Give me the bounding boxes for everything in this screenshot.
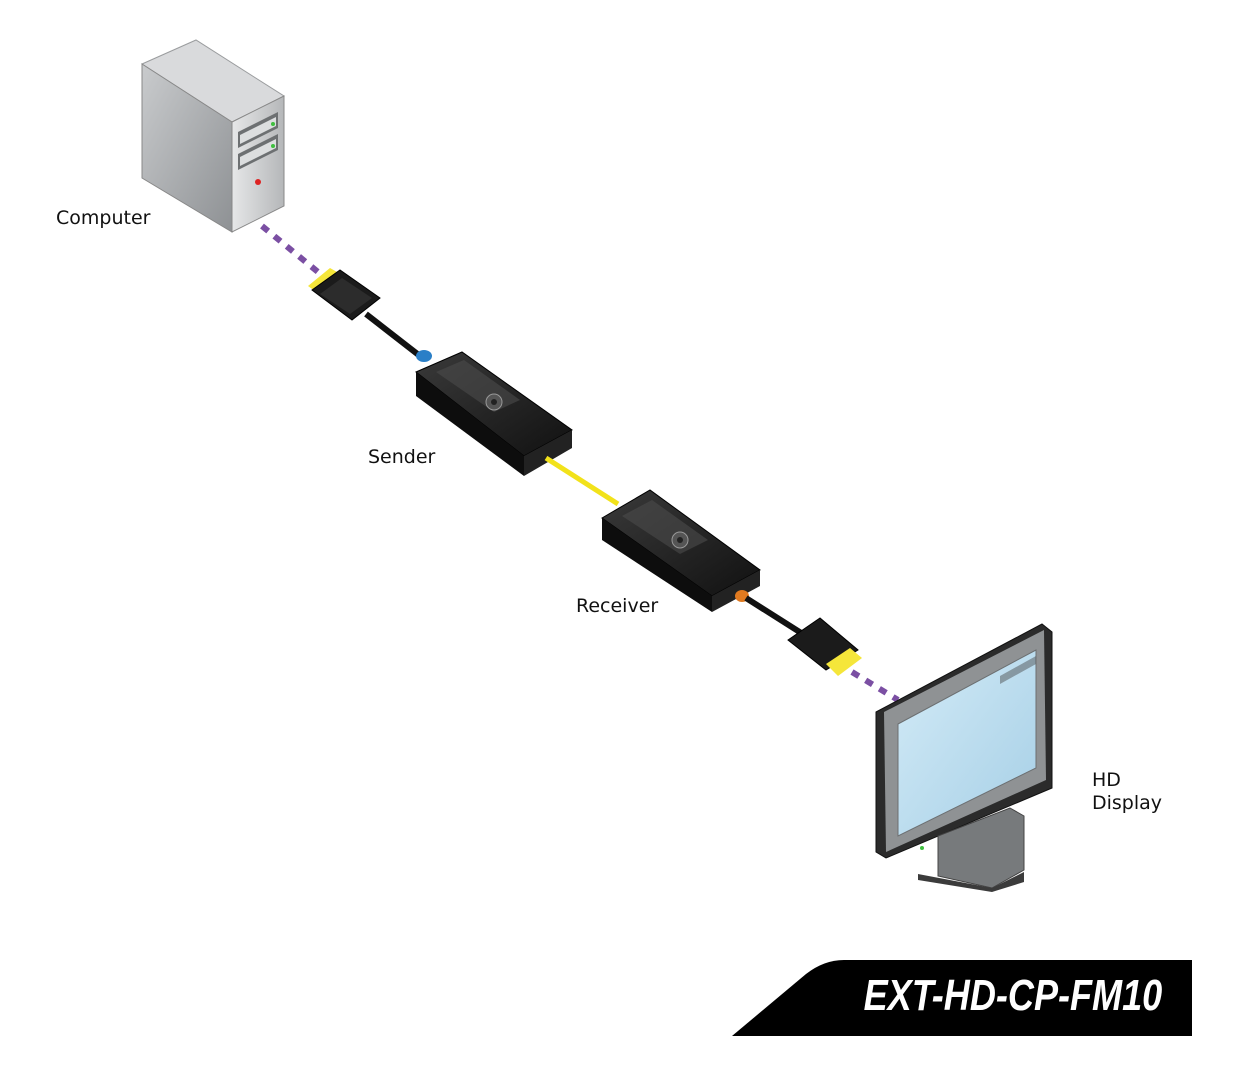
- receiver-label: Receiver: [576, 594, 658, 618]
- receiver-hdmi-plug-icon: [788, 618, 862, 676]
- sender-label: Sender: [368, 445, 435, 469]
- hd-display-icon: [876, 624, 1052, 892]
- hdmi-link-display: [852, 672, 898, 700]
- receiver-output-cable: [746, 598, 806, 636]
- fiber-link: [546, 458, 618, 504]
- sender-input-cable: [366, 314, 420, 356]
- computer-icon: [142, 40, 284, 232]
- sender-hdmi-plug-icon: [308, 268, 380, 320]
- computer-label: Computer: [56, 206, 150, 230]
- display-label-line2: Display: [1092, 791, 1162, 815]
- model-banner: EXT-HD-CP-FM10: [732, 958, 1192, 1036]
- hdmi-link-computer: [262, 226, 318, 272]
- model-number: EXT-HD-CP-FM10: [863, 970, 1162, 1022]
- display-label-line1: HD: [1092, 768, 1121, 792]
